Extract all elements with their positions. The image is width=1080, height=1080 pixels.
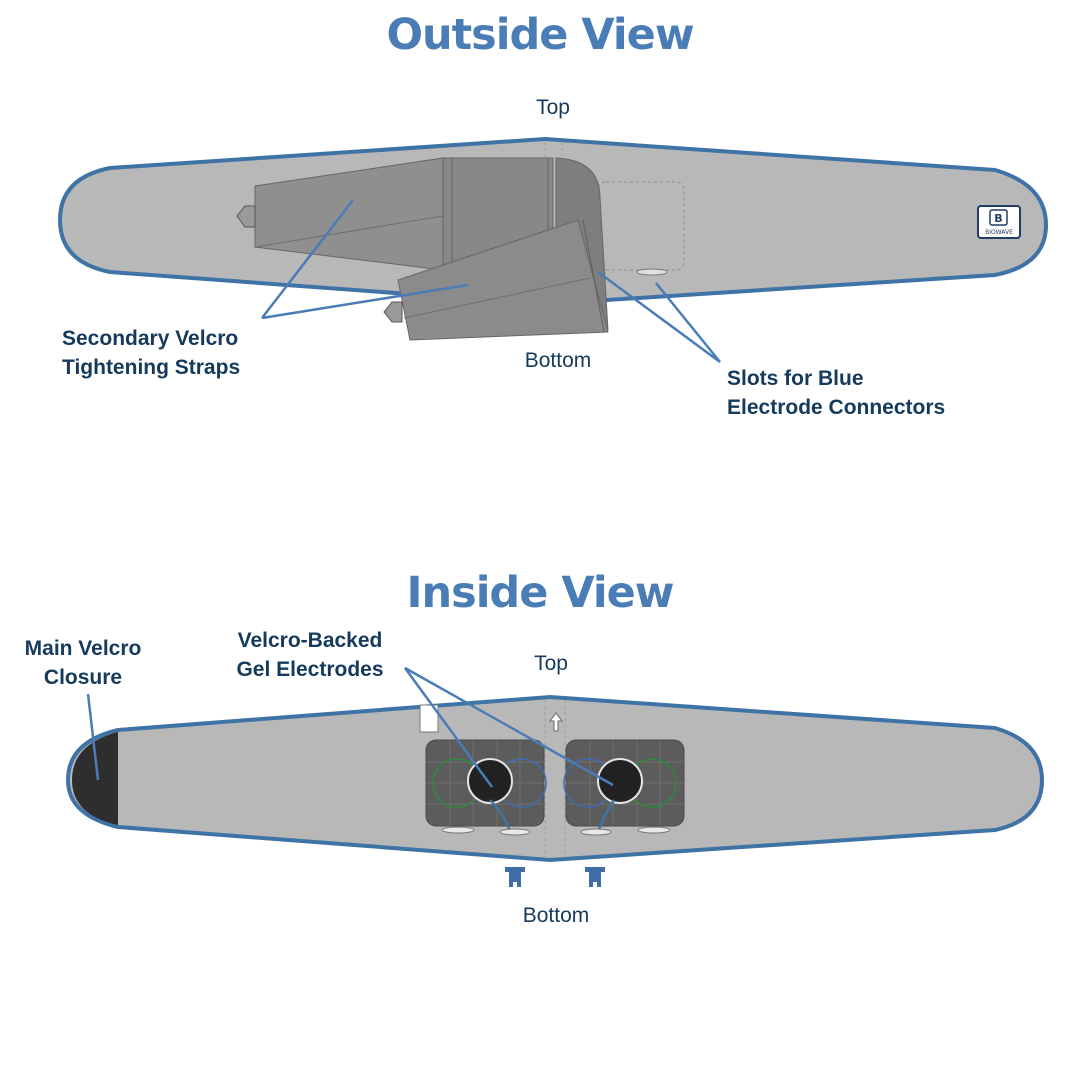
- up-arrow-icon: [549, 712, 563, 732]
- slots-callout: Slots for Blue Electrode Connectors: [727, 364, 945, 422]
- connector-plug-right: [585, 867, 605, 887]
- outside-top-label: Top: [536, 96, 570, 119]
- logo-letter: B: [994, 212, 1002, 225]
- slots-callout-line2: Electrode Connectors: [727, 396, 946, 419]
- electrode-right: [563, 739, 685, 836]
- outside-leader-lines: [261, 199, 721, 364]
- electrodes-callout: Velcro-Backed Gel Electrodes: [215, 626, 405, 684]
- brand-logo: B BIOWAVE: [977, 205, 1021, 239]
- logo-text: BIOWAVE: [985, 229, 1013, 236]
- outside-view-title: Outside View: [386, 10, 694, 60]
- inside-top-label: Top: [534, 652, 568, 675]
- inside-view-title: Inside View: [406, 568, 674, 618]
- inside-belt: [65, 666, 1045, 887]
- closure-callout-line2: Closure: [43, 666, 123, 689]
- outside-belt: B BIOWAVE: [57, 136, 1049, 364]
- electrode-left: [425, 739, 547, 836]
- inside-belt-body: [65, 694, 1045, 863]
- lower-velcro-strap: [383, 157, 609, 341]
- electrodes-callout-line2: Gel Electrodes: [236, 658, 384, 681]
- connector-plug-left: [505, 867, 525, 887]
- straps-callout-line2: Tightening Straps: [62, 356, 241, 379]
- main-velcro-closure: [72, 732, 118, 825]
- straps-callout-line1: Secondary Velcro: [62, 327, 239, 350]
- outside-bottom-label: Bottom: [524, 349, 592, 372]
- inside-bottom-label: Bottom: [522, 904, 590, 927]
- inside-leader-lines: [86, 666, 614, 788]
- closure-callout-line1: Main Velcro: [24, 637, 142, 660]
- straps-callout: Secondary Velcro Tightening Straps: [62, 324, 240, 382]
- electrodes-callout-line1: Velcro-Backed: [237, 629, 383, 652]
- closure-callout: Main Velcro Closure: [8, 634, 158, 692]
- connector-slot: [636, 268, 668, 276]
- slots-callout-line1: Slots for Blue: [727, 367, 864, 390]
